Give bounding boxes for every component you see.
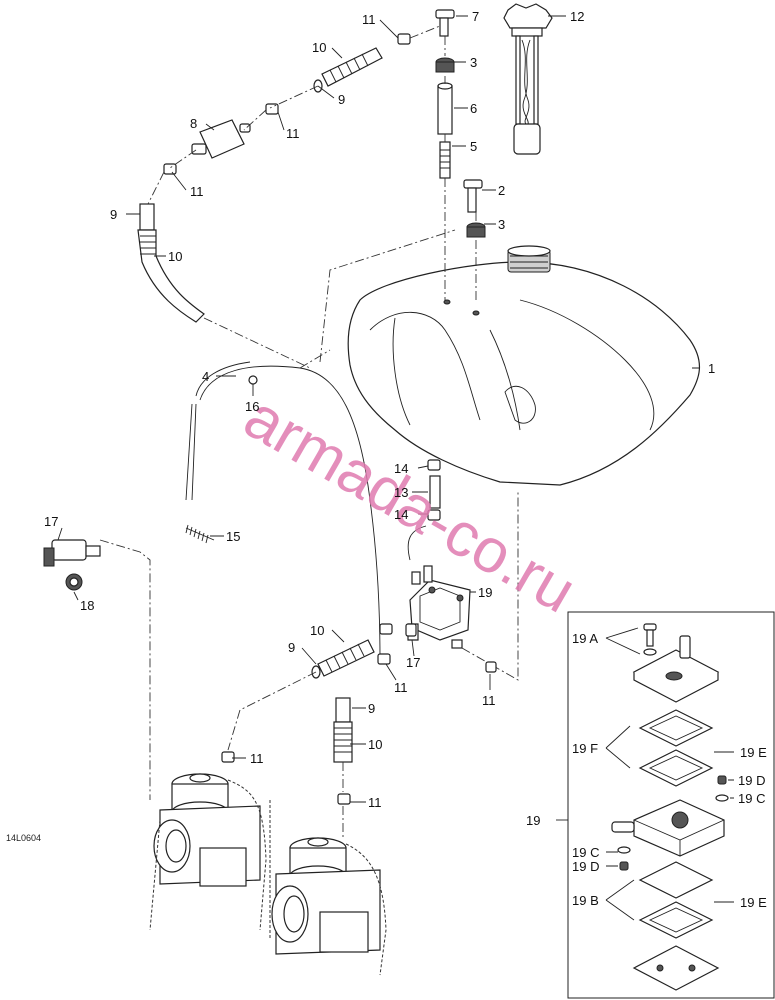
callout-2: 2 xyxy=(498,183,505,198)
callout-9-top: 9 xyxy=(338,92,345,107)
callout-4: 4 xyxy=(202,369,209,384)
callout-19E-upper: 19 E xyxy=(740,745,767,760)
callout-10-lower-left: 10 xyxy=(310,623,324,638)
callout-10-lower: 10 xyxy=(368,737,382,752)
callout-3-upper: 3 xyxy=(470,55,477,70)
callout-19F: 19 F xyxy=(572,741,598,756)
callout-19D-lower: 19 D xyxy=(572,859,599,874)
callout-13: 13 xyxy=(394,485,408,500)
callout-10-left: 10 xyxy=(168,249,182,264)
callout-11-upper-mid: 11 xyxy=(286,126,300,141)
callout-6: 6 xyxy=(470,101,477,116)
vent-parts-stack xyxy=(435,9,486,300)
callout-7: 7 xyxy=(472,9,479,24)
carburetors xyxy=(149,773,387,976)
callout-10-top: 10 xyxy=(312,40,326,55)
callout-19C-lower: 19 C xyxy=(572,845,599,860)
callout-3-lower: 3 xyxy=(498,217,505,232)
callout-9-lower-left: 9 xyxy=(288,640,295,655)
upper-fuel-line xyxy=(137,25,456,369)
callout-19B: 19 B xyxy=(572,893,599,908)
callout-11-carb-left: 11 xyxy=(250,751,264,766)
callout-1: 1 xyxy=(708,361,715,376)
pump-kit-box xyxy=(556,611,775,999)
primer-assembly xyxy=(43,539,151,800)
callout-18: 18 xyxy=(80,598,94,613)
callout-19A: 19 A xyxy=(572,631,598,646)
fuel-level-gauge xyxy=(503,3,553,155)
callout-labels: 1 12 7 3 6 5 2 3 11 10 9 11 8 11 9 10 4 … xyxy=(6,9,767,910)
callout-9-left: 9 xyxy=(110,207,117,222)
callout-17-left: 17 xyxy=(44,514,58,529)
callout-19-pump: 19 xyxy=(478,585,492,600)
callout-15: 15 xyxy=(226,529,240,544)
spring xyxy=(185,524,215,544)
figure-code: 14L0604 xyxy=(6,833,41,843)
callout-11-left: 11 xyxy=(190,184,204,199)
callout-12: 12 xyxy=(570,9,584,24)
fuel-tank xyxy=(347,245,700,486)
callout-14-lower: 14 xyxy=(394,507,408,522)
callout-14-upper: 14 xyxy=(394,461,408,476)
callout-9-lower: 9 xyxy=(368,701,375,716)
callout-leaders xyxy=(57,15,734,921)
callout-19E-lower: 19 E xyxy=(740,895,767,910)
callout-19-kit: 19 xyxy=(526,813,540,828)
callout-11-lower-mid: 11 xyxy=(394,680,408,695)
callout-19D-upper: 19 D xyxy=(738,773,765,788)
callout-5: 5 xyxy=(470,139,477,154)
callout-11-top: 11 xyxy=(362,12,376,27)
callout-11-lower-right: 11 xyxy=(482,693,496,708)
callout-16: 16 xyxy=(245,399,259,414)
lower-fuel-lines xyxy=(221,623,497,840)
callout-17-mid: 17 xyxy=(406,655,420,670)
callout-19C-upper: 19 C xyxy=(738,791,765,806)
fuel-pump xyxy=(407,459,519,681)
callout-11-carb-right: 11 xyxy=(368,795,382,810)
callout-8: 8 xyxy=(190,116,197,131)
